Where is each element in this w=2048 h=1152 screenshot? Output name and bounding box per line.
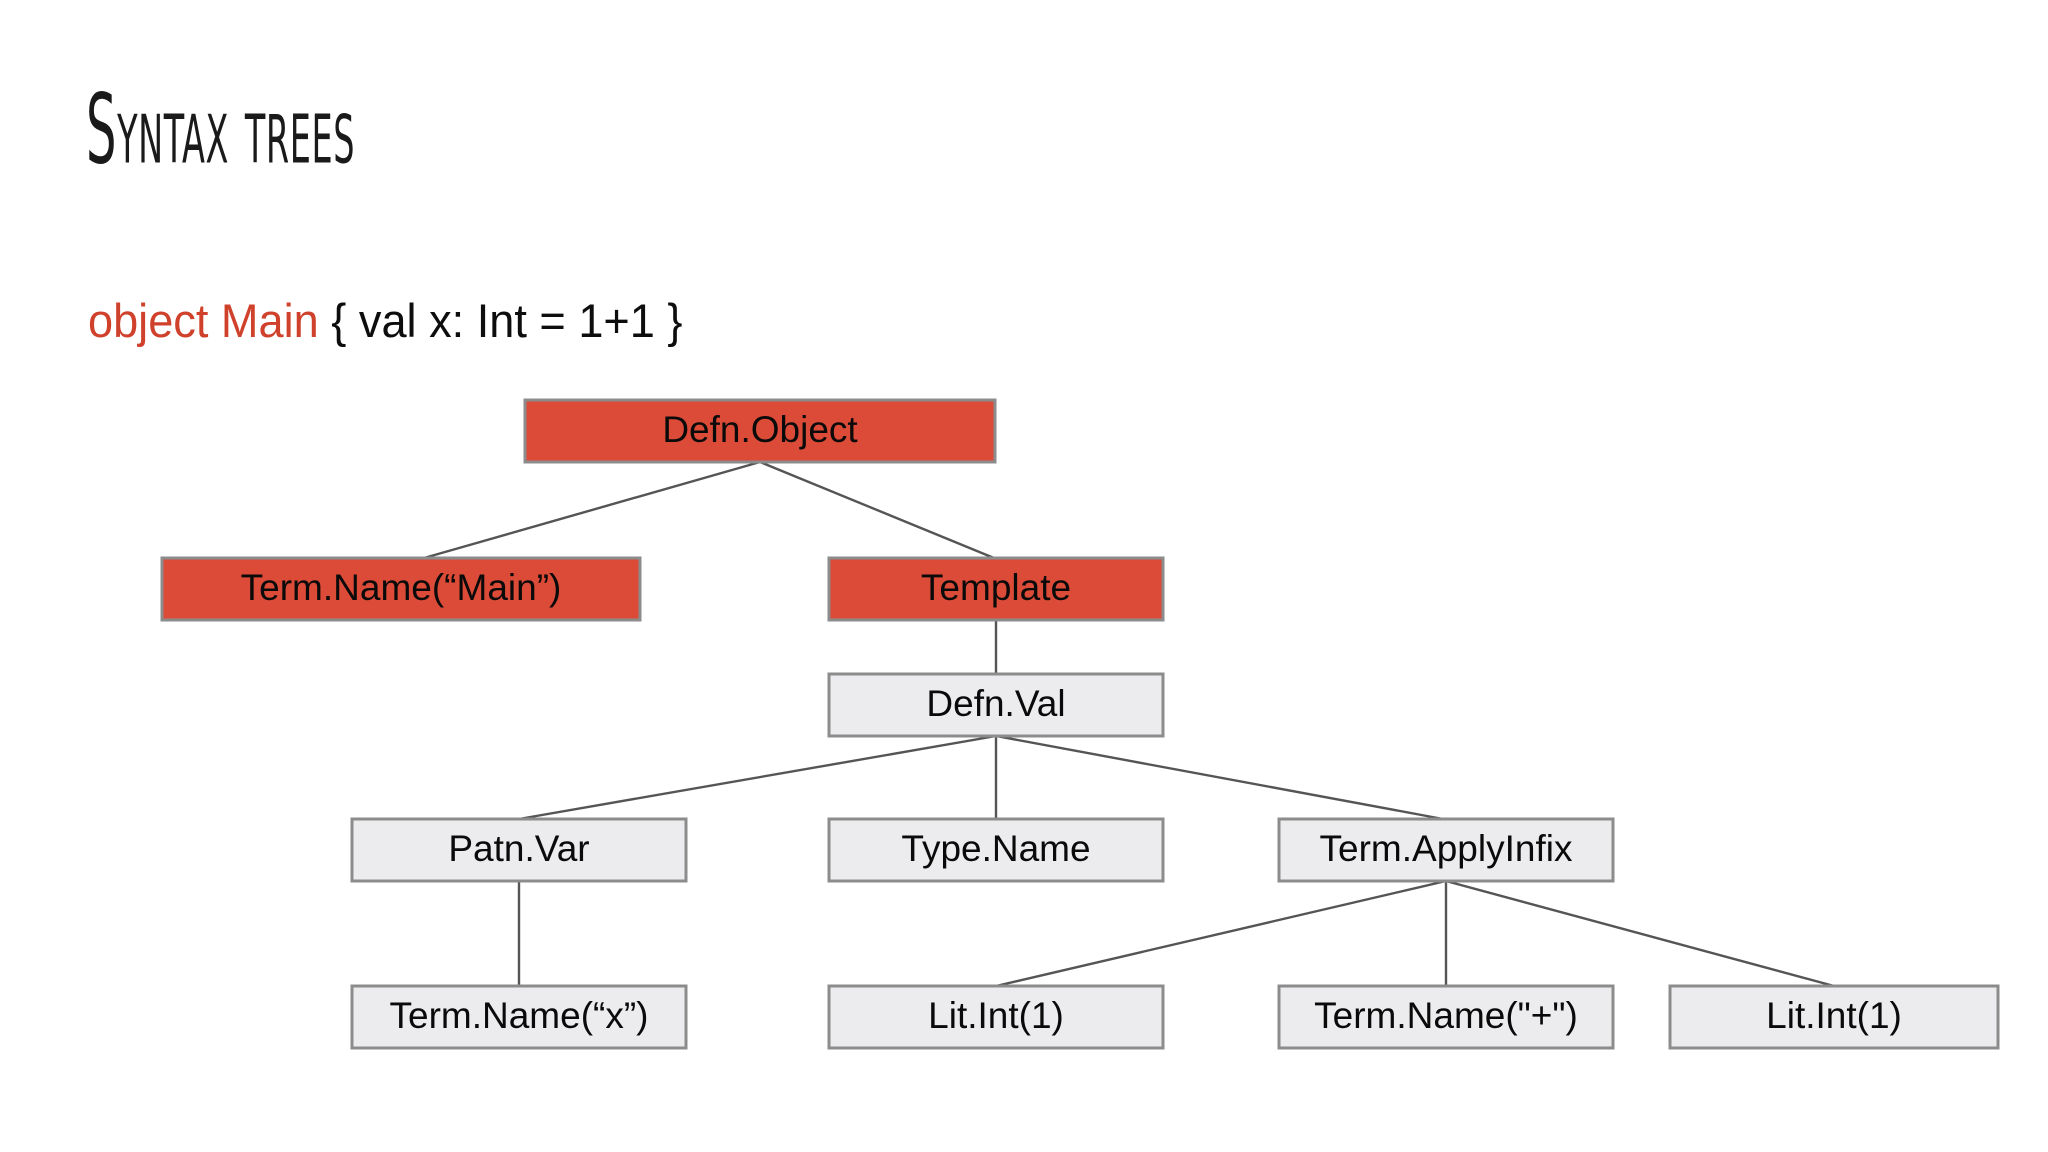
tree-node-box-defn-val xyxy=(827,672,1165,738)
tree-node-term-name-plus[interactable]: Term.Name("+") xyxy=(1277,984,1615,1050)
tree-node-label-defn-val: Defn.Val xyxy=(926,683,1065,724)
tree-edge-term-applyinfix-to-lit-int-1-a xyxy=(995,879,1447,988)
tree-node-box-term-applyinfix xyxy=(1277,817,1615,883)
tree-node-term-name-main[interactable]: Term.Name(“Main”) xyxy=(160,556,642,622)
code-keyword: object Main xyxy=(88,294,319,347)
tree-edge-term-applyinfix-to-lit-int-1-b xyxy=(1445,879,1835,988)
tree-node-box-template xyxy=(827,556,1165,622)
tree-node-label-type-name: Type.Name xyxy=(901,828,1090,869)
tree-edge-layer xyxy=(423,460,1835,988)
tree-node-label-defn-object: Defn.Object xyxy=(662,409,858,450)
tree-edge-defn-val-to-term-applyinfix xyxy=(995,734,1444,821)
tree-node-box-lit-int-1-a xyxy=(827,984,1165,1050)
tree-node-type-name[interactable]: Type.Name xyxy=(827,817,1165,883)
tree-node-box-term-name-x xyxy=(350,984,688,1050)
tree-node-label-term-name-x: Term.Name(“x”) xyxy=(390,995,649,1036)
tree-node-label-term-name-main: Term.Name(“Main”) xyxy=(241,567,562,608)
tree-node-box-term-name-main xyxy=(160,556,642,622)
tree-node-patn-var[interactable]: Patn.Var xyxy=(350,817,688,883)
tree-node-box-lit-int-1-b xyxy=(1668,984,2000,1050)
tree-node-label-template: Template xyxy=(921,567,1071,608)
page-title: Syntax trees xyxy=(86,74,356,187)
tree-node-label-lit-int-1-b: Lit.Int(1) xyxy=(1766,995,1902,1036)
tree-node-label-lit-int-1-a: Lit.Int(1) xyxy=(928,995,1064,1036)
tree-node-box-type-name xyxy=(827,817,1165,883)
tree-node-term-applyinfix[interactable]: Term.ApplyInfix xyxy=(1277,817,1615,883)
code-remainder: { val x: Int = 1+1 } xyxy=(318,294,683,347)
tree-node-label-patn-var: Patn.Var xyxy=(448,828,589,869)
tree-edge-defn-object-to-template xyxy=(759,460,995,560)
tree-edge-defn-val-to-patn-var xyxy=(518,734,997,821)
tree-node-template[interactable]: Template xyxy=(827,556,1165,622)
tree-node-defn-object[interactable]: Defn.Object xyxy=(523,398,997,464)
tree-node-box-patn-var xyxy=(350,817,688,883)
tree-node-term-name-x[interactable]: Term.Name(“x”) xyxy=(350,984,688,1050)
tree-node-label-term-name-plus: Term.Name("+") xyxy=(1314,995,1578,1036)
tree-node-label-term-applyinfix: Term.ApplyInfix xyxy=(1320,828,1573,869)
tree-node-box-term-name-plus xyxy=(1277,984,1615,1050)
tree-node-defn-val[interactable]: Defn.Val xyxy=(827,672,1165,738)
tree-node-box-defn-object xyxy=(523,398,997,464)
tree-edge-defn-object-to-term-name-main xyxy=(423,460,761,560)
code-snippet: object Main { val x: Int = 1+1 } xyxy=(88,295,682,347)
tree-node-lit-int-1-b[interactable]: Lit.Int(1) xyxy=(1668,984,2000,1050)
tree-node-lit-int-1-a[interactable]: Lit.Int(1) xyxy=(827,984,1165,1050)
